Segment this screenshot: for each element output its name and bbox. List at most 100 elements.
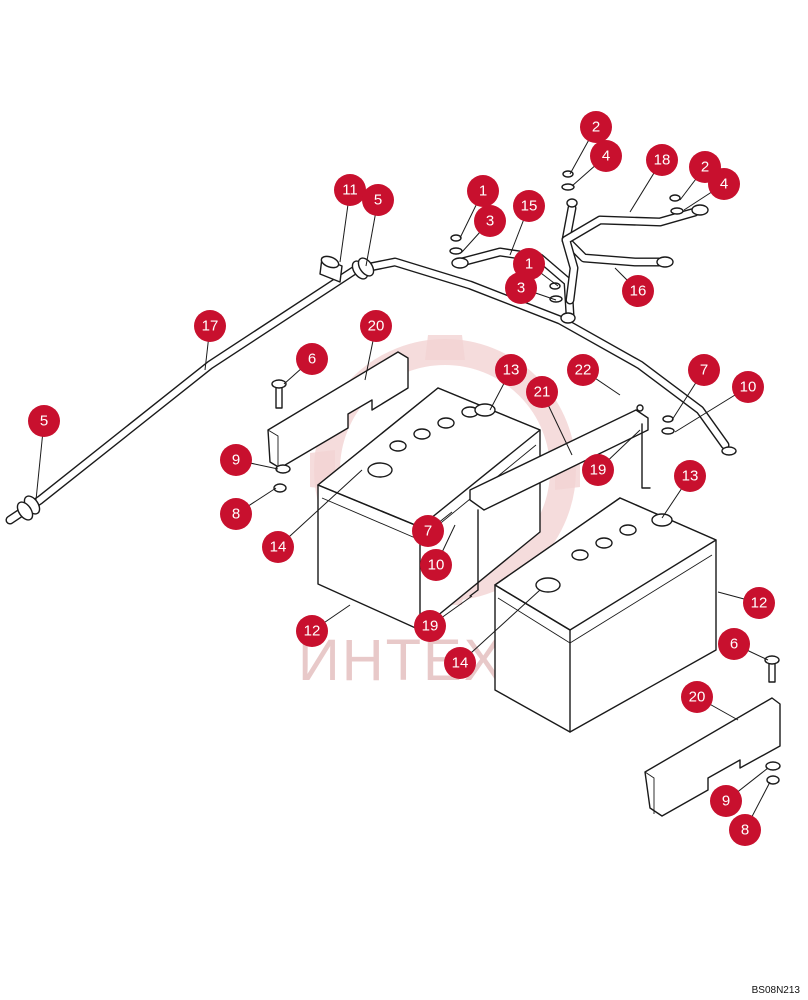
- callout-4: 4: [708, 168, 740, 200]
- callout-10: 10: [420, 549, 452, 581]
- bolt-6-lower: [764, 655, 780, 683]
- callout-number: 14: [452, 655, 469, 672]
- bracket-20-upper: [267, 351, 409, 469]
- callout-number: 7: [424, 523, 432, 540]
- callout-19: 19: [582, 454, 614, 486]
- callout-badge: [708, 168, 740, 200]
- callout-badge: [262, 531, 294, 563]
- callout-number: 8: [232, 506, 240, 523]
- callout-number: 3: [517, 280, 525, 297]
- callout-5: 5: [28, 405, 60, 437]
- callout-badge: [582, 454, 614, 486]
- callout-number: 6: [308, 351, 316, 368]
- cable-18: [561, 204, 709, 305]
- callout-18: 18: [646, 144, 678, 176]
- callout-11: 11: [334, 174, 366, 206]
- callout-badge: [194, 310, 226, 342]
- callout-number: 14: [270, 539, 287, 556]
- callout-badge: [743, 587, 775, 619]
- callout-20: 20: [681, 681, 713, 713]
- callout-number: 15: [521, 198, 538, 215]
- callout-14: 14: [444, 647, 476, 679]
- callout-badge: [580, 111, 612, 143]
- callout-7: 7: [412, 515, 444, 547]
- callout-number: 8: [741, 822, 749, 839]
- cable-16: [561, 198, 674, 268]
- callout-22: 22: [567, 354, 599, 386]
- callout-number: 1: [479, 183, 487, 200]
- callout-number: 12: [304, 623, 321, 640]
- callout-number: 12: [751, 595, 768, 612]
- callout-number: 19: [590, 462, 607, 479]
- callout-8: 8: [729, 814, 761, 846]
- callout-20: 20: [360, 310, 392, 342]
- callout-number: 13: [682, 468, 699, 485]
- callout-number: 4: [602, 148, 610, 165]
- callout-number: 19: [422, 618, 439, 635]
- callout-leader-14: [459, 589, 541, 664]
- callout-12: 12: [743, 587, 775, 619]
- callout-5: 5: [362, 184, 394, 216]
- callout-leader-14: [277, 469, 363, 548]
- callout-badge: [296, 343, 328, 375]
- callout-number: 7: [700, 362, 708, 379]
- callout-13: 13: [674, 460, 706, 492]
- callout-number: 1: [525, 256, 533, 273]
- callout-number: 16: [630, 283, 647, 300]
- hold-down-21: [469, 404, 651, 597]
- callout-badge: [444, 647, 476, 679]
- callout-15: 15: [513, 190, 545, 222]
- callout-badge: [681, 681, 713, 713]
- callout-number: 22: [575, 362, 592, 379]
- callout-6: 6: [296, 343, 328, 375]
- callout-6: 6: [718, 628, 750, 660]
- callout-9: 9: [710, 785, 742, 817]
- callout-badge: [505, 272, 537, 304]
- battery-upper: [317, 387, 541, 631]
- callout-number: 18: [654, 152, 671, 169]
- callout-number: 13: [503, 362, 520, 379]
- callout-7: 7: [688, 354, 720, 386]
- callout-number: 21: [534, 384, 551, 401]
- callout-badge: [414, 610, 446, 642]
- callout-3: 3: [474, 205, 506, 237]
- callout-badge: [729, 814, 761, 846]
- callout-4: 4: [590, 140, 622, 172]
- callout-badge: [567, 354, 599, 386]
- battery-lower: [494, 497, 717, 733]
- callout-badge: [296, 615, 328, 647]
- washer-9-upper: [273, 464, 291, 493]
- bracket-20-lower: [644, 697, 781, 817]
- callout-badge: [220, 444, 252, 476]
- callout-10: 10: [732, 371, 764, 403]
- callout-badge: [590, 140, 622, 172]
- callout-badge: [334, 174, 366, 206]
- callout-badge: [526, 376, 558, 408]
- callout-badge: [495, 354, 527, 386]
- callout-17: 17: [194, 310, 226, 342]
- callout-14: 14: [262, 531, 294, 563]
- callout-number: 9: [232, 452, 240, 469]
- callout-badge: [674, 460, 706, 492]
- callout-number: 10: [428, 557, 445, 574]
- callout-19: 19: [414, 610, 446, 642]
- callout-number: 3: [486, 213, 494, 230]
- cable-17: [5, 257, 737, 525]
- bolt-6-upper: [271, 379, 287, 409]
- drawing-code: BS08N213: [751, 985, 800, 996]
- callout-badge: [362, 184, 394, 216]
- callout-badge: [360, 310, 392, 342]
- callout-21: 21: [526, 376, 558, 408]
- callout-badge: [412, 515, 444, 547]
- callout-16: 16: [622, 275, 654, 307]
- callout-badge: [718, 628, 750, 660]
- callout-badge: [646, 144, 678, 176]
- callout-number: 9: [722, 793, 730, 810]
- callout-1: 1: [467, 175, 499, 207]
- callout-9: 9: [220, 444, 252, 476]
- callout-number: 6: [730, 636, 738, 653]
- callout-badge: [622, 275, 654, 307]
- callout-2: 2: [580, 111, 612, 143]
